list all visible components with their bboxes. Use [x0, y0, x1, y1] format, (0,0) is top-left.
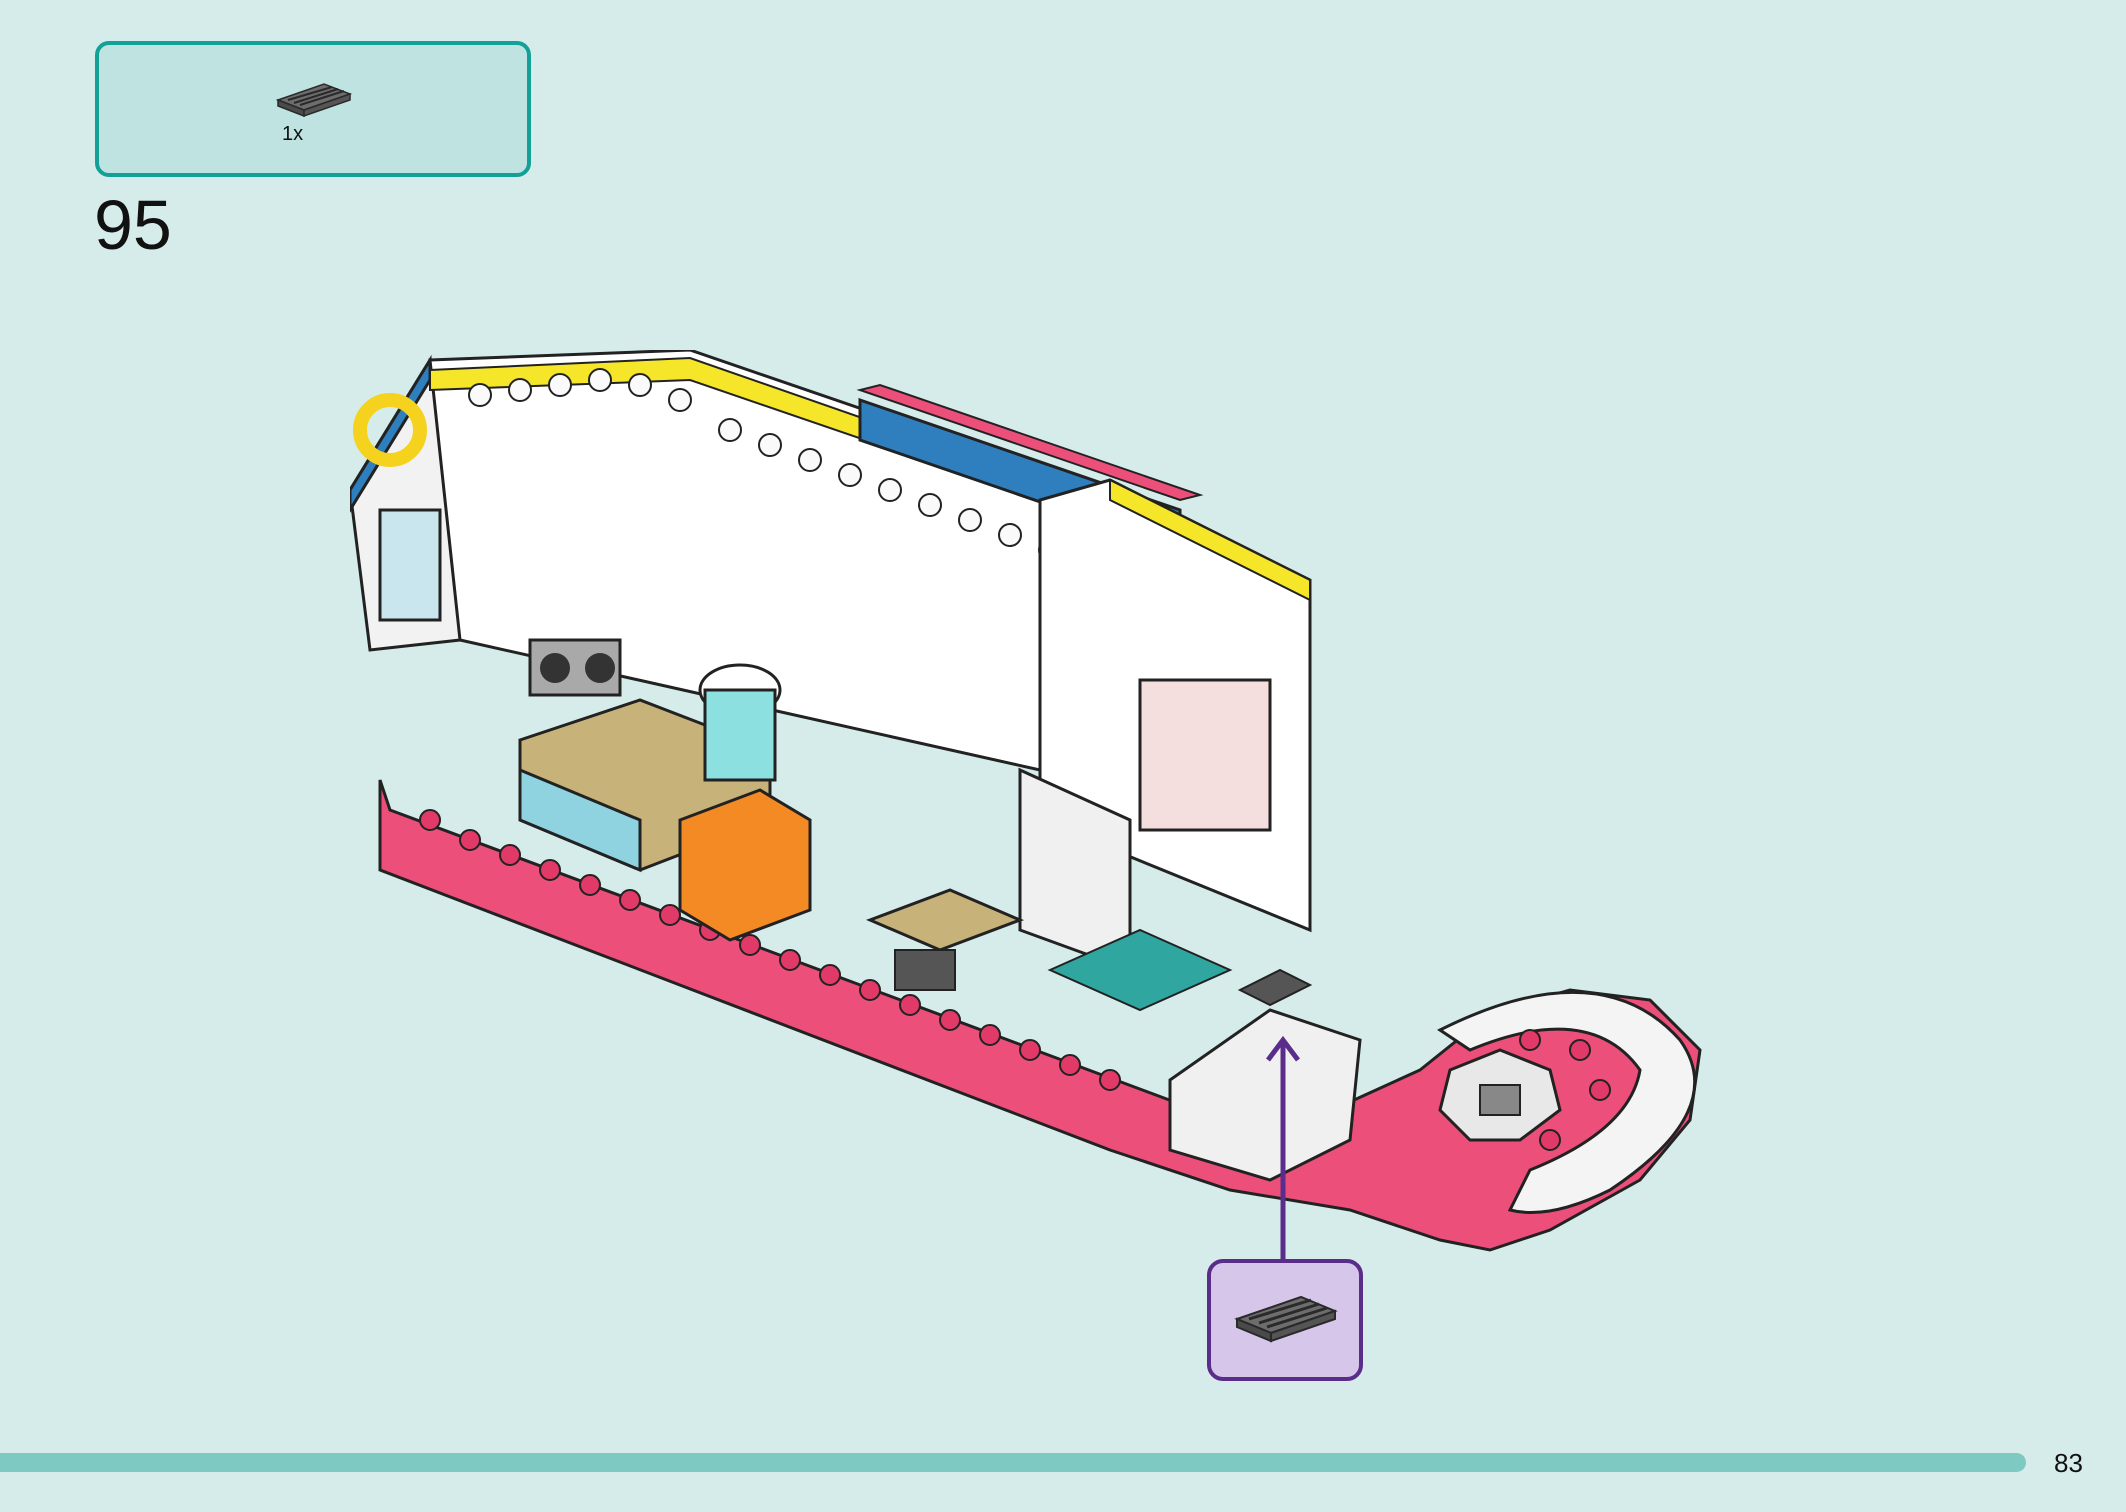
step-number: 95: [94, 186, 172, 264]
parts-list-box: 1x: [95, 41, 531, 177]
progress-bar: [0, 1453, 2026, 1472]
model-illustration: [350, 350, 1702, 1252]
callout-arrow: [1266, 1035, 1300, 1262]
part-quantity: 1x: [282, 123, 304, 145]
callout-box: [1207, 1259, 1363, 1381]
grille-tile-1x2-icon: [1234, 1295, 1338, 1343]
grille-tile-1x2-icon: [275, 83, 353, 118]
page-number: 83: [2054, 1448, 2083, 1478]
